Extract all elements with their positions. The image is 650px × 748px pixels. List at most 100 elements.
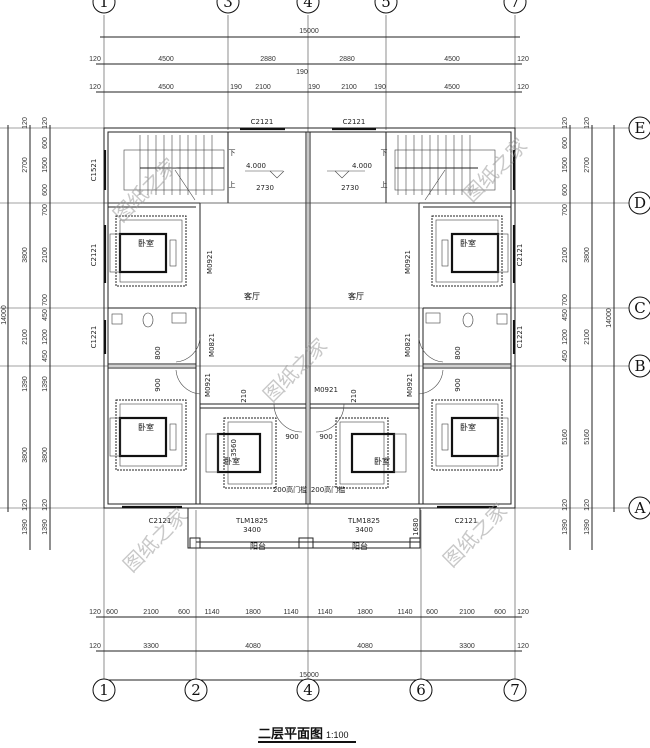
room-label-living: 客厅	[244, 291, 260, 301]
dimension-label: 1390	[22, 519, 29, 535]
plan-annotation-window_c1221: C1221	[90, 326, 98, 349]
dimension-label: 120	[42, 499, 49, 511]
axis-bubble-top-circle	[374, 0, 398, 14]
dimension-label: 5160	[562, 429, 569, 445]
plan-annotation-stair_up: 上	[229, 180, 236, 189]
axis-bubble-bottom-circle	[92, 678, 116, 702]
dimension-label: 450	[42, 309, 49, 321]
plan-annotation-d900: 900	[154, 378, 162, 391]
dimension-label: 600	[178, 609, 190, 616]
plan-annotation-threshold: 200高门槛	[273, 485, 307, 494]
plan-annotation-d900: 900	[319, 433, 332, 441]
door-swings	[175, 337, 444, 433]
axis-bubble-bottom-circle	[184, 678, 208, 702]
plan-annotation-door_m0821: M0821	[404, 333, 412, 357]
plan-annotation-sliding_door: TLM1825	[347, 517, 380, 525]
plan-annotation-door_m0921: M0921	[204, 373, 212, 397]
dimension-label: 2100	[459, 609, 475, 616]
dimension-label: 4500	[158, 84, 174, 91]
dimension-label: 3800	[584, 247, 591, 263]
axis-bubble-top: 3	[223, 0, 233, 11]
dimension-label: 120	[89, 643, 101, 650]
dimension-label: 600	[562, 137, 569, 149]
axis-bubble-top: 5	[381, 0, 391, 11]
dimension-label: 600	[562, 184, 569, 196]
axis-bubble-bottom: 2	[191, 681, 201, 699]
dimension-label: 700	[562, 204, 569, 216]
room-label-balcony: 阳台	[352, 541, 368, 551]
staircase-right	[394, 135, 496, 201]
dimension-label: 4500	[158, 56, 174, 63]
plan-annotation-stair_width: 2730	[341, 184, 359, 192]
room-label-balcony: 阳台	[250, 541, 266, 551]
dimension-label: 2100	[584, 329, 591, 345]
dimension-label: 1390	[42, 376, 49, 392]
bathroom-fixtures	[111, 312, 508, 328]
dimension-label: 190	[308, 84, 320, 91]
dimension-label: 450	[562, 309, 569, 321]
axis-bubble-bottom: 4	[303, 681, 313, 699]
plan-annotation-sliding_width: 3400	[243, 526, 261, 534]
room-label-bedroom: 卧室	[224, 456, 240, 466]
dimension-label: 3300	[143, 643, 159, 650]
axis-bubble-bottom-circle	[296, 678, 320, 702]
dimension-label: 120	[22, 499, 29, 511]
dimension-label: 120	[89, 609, 101, 616]
axis-bubble-right: A	[634, 499, 646, 517]
dimension-label: 15000	[299, 28, 319, 35]
plan-annotation-stair_down: 下	[381, 149, 388, 157]
dimension-label: 1390	[42, 519, 49, 535]
dimension-label: 190	[230, 84, 242, 91]
axis-bubble-right-circle	[628, 354, 650, 378]
plan-annotation-window_c2121: C2121	[149, 517, 172, 525]
axis-bubble-right: C	[634, 299, 645, 317]
dimension-label: 120	[89, 84, 101, 91]
dimension-label: 120	[517, 56, 529, 63]
dimension-label: 2880	[260, 56, 276, 63]
dimension-label: 2100	[562, 247, 569, 263]
dimension-label: 2100	[255, 84, 271, 91]
watermark-text: 图纸之家	[118, 503, 192, 577]
plan-annotation-d1680: 1680	[412, 518, 420, 536]
dimension-label: 4500	[444, 56, 460, 63]
dimension-label: 1390	[22, 376, 29, 392]
dimension-label: 700	[562, 294, 569, 306]
dimension-label: 120	[517, 609, 529, 616]
dimension-label: 120	[89, 56, 101, 63]
plan-annotation-stair_down: 下	[229, 149, 236, 157]
plan-annotation-door_m0921: M0921	[406, 373, 414, 397]
dimension-label: 600	[106, 609, 118, 616]
axis-bubble-top: 4	[303, 0, 313, 11]
dimension-label: 450	[42, 350, 49, 362]
plan-annotation-window_c2121: C2121	[343, 118, 366, 126]
plan-annotation-sliding_width: 3400	[355, 526, 373, 534]
watermark-text: 图纸之家	[458, 133, 532, 207]
plan-annotation-window_c1521: C1521	[90, 159, 98, 182]
dimension-label: 600	[42, 137, 49, 149]
axis-bubble-right-circle	[628, 116, 650, 140]
dimension-label: 2100	[42, 247, 49, 263]
dimension-label: 2700	[22, 157, 29, 173]
axis-bubble-bottom: 1	[99, 681, 109, 699]
dimension-label: 120	[22, 117, 29, 129]
watermark-text: 图纸之家	[438, 498, 512, 572]
room-label-bedroom: 卧室	[138, 238, 154, 248]
dimension-label: 14000	[606, 308, 613, 328]
room-label-bedroom: 卧室	[374, 456, 390, 466]
plan-annotation-door_m0921: M0921	[206, 250, 214, 274]
dimension-label: 1140	[397, 609, 412, 616]
dimension-label: 1200	[42, 329, 49, 345]
axis-bubble-right-circle	[628, 296, 650, 320]
dimension-label: 120	[562, 117, 569, 129]
dimension-label: 120	[584, 117, 591, 129]
plan-annotation-d3560: 3560	[230, 439, 238, 457]
dimension-lines	[7, 36, 615, 681]
dimension-label: 2100	[341, 84, 357, 91]
dimension-label: 120	[517, 643, 529, 650]
balconies	[187, 507, 421, 549]
axis-bubble-right-circle	[628, 496, 650, 520]
dimension-label: 14000	[1, 305, 8, 325]
axis-bubble-top-circle	[92, 0, 116, 14]
axis-bubble-right: B	[634, 357, 645, 375]
